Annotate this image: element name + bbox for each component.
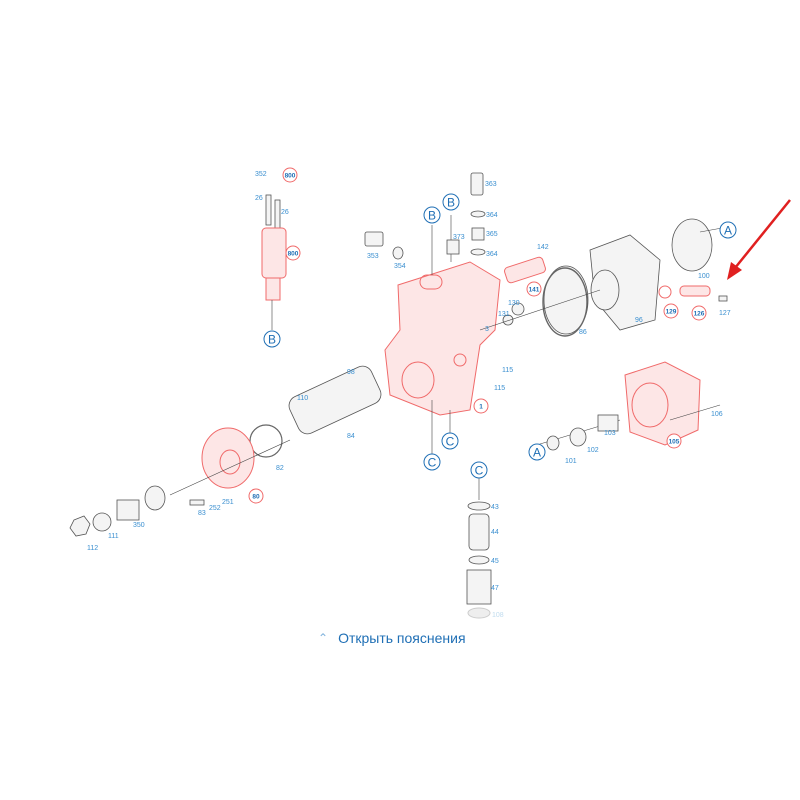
callout-96[interactable]: 96 <box>635 317 643 324</box>
callout-141[interactable]: 141 <box>526 281 542 297</box>
callout-115[interactable]: 115 <box>494 385 505 392</box>
pointer-arrow <box>727 199 791 280</box>
ref-b[interactable]: B <box>423 206 441 224</box>
ref-b[interactable]: B <box>263 330 281 348</box>
callout-364[interactable]: 364 <box>486 212 498 219</box>
callout-26[interactable]: 26 <box>255 195 263 202</box>
highlighted-inlet-part[interactable] <box>658 285 728 302</box>
callout-363[interactable]: 363 <box>485 181 497 188</box>
ref-letter: B <box>447 196 455 210</box>
front-seal-parts[interactable] <box>69 439 291 537</box>
callout-108[interactable]: 108 <box>492 612 504 619</box>
callout-44[interactable]: 44 <box>491 529 499 536</box>
ref-c[interactable]: C <box>423 453 441 471</box>
callout-text: 126 <box>694 311 705 318</box>
callout-text: 800 <box>288 251 299 258</box>
ref-letter: B <box>268 333 276 347</box>
pressure-sensor-parts[interactable] <box>364 172 486 260</box>
callout-251[interactable]: 251 <box>222 499 234 506</box>
callout-106[interactable]: 106 <box>711 411 723 418</box>
chevron-up-icon: ⌃ <box>318 631 329 645</box>
callout-129[interactable]: 129 <box>663 303 679 319</box>
callout-43[interactable]: 43 <box>491 504 499 511</box>
pump-housing[interactable] <box>384 215 501 455</box>
callout-text: 1 <box>479 404 483 411</box>
callout-labels: 352 26 26 363 364 365 364 373 353 354 14… <box>87 171 731 619</box>
expand-explanations-label: Открыть пояснения <box>338 630 466 646</box>
callout-text: 141 <box>529 287 540 294</box>
callout-3[interactable]: 3 <box>485 326 489 333</box>
o-ring <box>542 267 588 337</box>
ref-letter: A <box>724 224 732 238</box>
pressure-control-valve[interactable] <box>502 256 546 326</box>
callout-800[interactable]: 800 <box>282 167 298 183</box>
ref-b[interactable]: B <box>442 193 460 211</box>
callout-365[interactable]: 365 <box>486 231 498 238</box>
callout-84[interactable]: 84 <box>347 433 355 440</box>
callout-354[interactable]: 354 <box>394 263 406 270</box>
callout-83[interactable]: 83 <box>198 510 206 517</box>
callout-131[interactable]: 131 <box>498 311 510 318</box>
flange-80[interactable] <box>201 427 255 489</box>
ref-a[interactable]: A <box>719 221 737 239</box>
callout-112[interactable]: 112 <box>87 545 98 552</box>
callout-text: 105 <box>669 439 680 446</box>
rear-housing[interactable] <box>543 218 723 335</box>
callout-103[interactable]: 103 <box>604 430 616 437</box>
ref-letter: C <box>428 456 437 470</box>
callout-115[interactable]: 115 <box>502 367 513 374</box>
callout-111[interactable]: 111 <box>108 533 119 540</box>
callout-26[interactable]: 26 <box>281 209 289 216</box>
callout-text: 129 <box>666 309 677 316</box>
ref-c[interactable]: C <box>441 432 459 450</box>
callout-352[interactable]: 352 <box>255 171 267 178</box>
expand-explanations-link[interactable]: ⌃ Открыть пояснения <box>318 630 466 646</box>
callout-100[interactable]: 100 <box>698 273 710 280</box>
callout-126[interactable]: 126 <box>691 305 707 321</box>
callout-373[interactable]: 373 <box>453 234 465 241</box>
ref-a[interactable]: A <box>528 443 546 461</box>
callout-127[interactable]: 127 <box>719 310 731 317</box>
ref-letter: B <box>428 209 436 223</box>
ref-letter: C <box>446 435 455 449</box>
callout-105[interactable]: 105 <box>666 433 682 449</box>
callout-82[interactable]: 82 <box>276 465 284 472</box>
callout-110[interactable]: 110 <box>297 395 308 402</box>
callout-86[interactable]: 86 <box>579 329 587 336</box>
callout-800[interactable]: 800 <box>285 245 301 261</box>
callout-142[interactable]: 142 <box>537 244 549 251</box>
callout-1[interactable]: 1 <box>473 398 489 414</box>
callout-45[interactable]: 45 <box>491 558 499 565</box>
callout-130[interactable]: 130 <box>508 300 520 307</box>
ref-letter: C <box>475 464 484 478</box>
callout-98[interactable]: 98 <box>347 369 355 376</box>
callout-text: 80 <box>252 494 260 501</box>
callout-252[interactable]: 252 <box>209 505 221 512</box>
gear-pump[interactable] <box>529 361 721 451</box>
drive-shaft[interactable] <box>249 363 384 458</box>
highlighted-callouts: 800 800 141 129 126 1 80 105 <box>248 167 707 504</box>
ref-letter: A <box>533 446 541 460</box>
callout-364[interactable]: 364 <box>486 251 498 258</box>
callout-353[interactable]: 353 <box>367 253 379 260</box>
callout-350[interactable]: 350 <box>133 522 145 529</box>
callout-102[interactable]: 102 <box>587 447 599 454</box>
callout-47[interactable]: 47 <box>491 585 499 592</box>
plunger-spring-stack[interactable] <box>466 477 492 619</box>
ref-c[interactable]: C <box>470 461 488 479</box>
reference-markers: B B B A A C C C <box>263 193 737 479</box>
callout-101[interactable]: 101 <box>565 458 577 465</box>
callout-80[interactable]: 80 <box>248 488 264 504</box>
callout-text: 800 <box>285 173 296 180</box>
